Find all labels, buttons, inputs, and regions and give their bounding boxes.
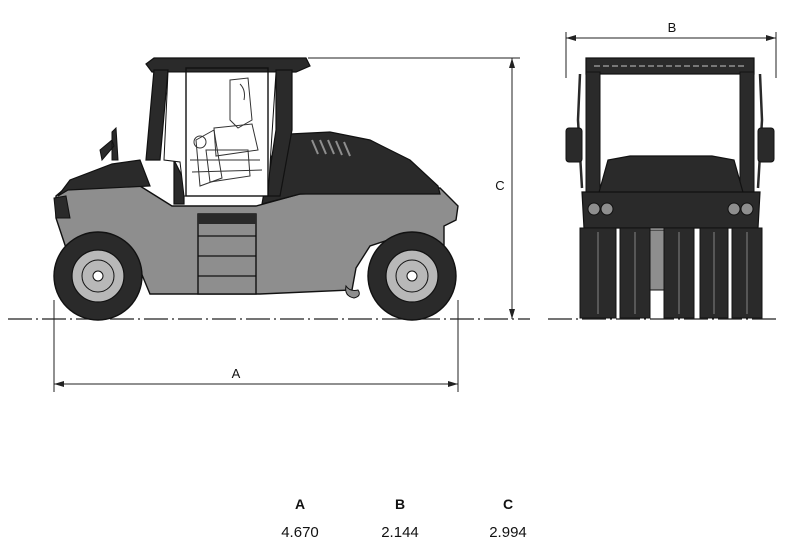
side-tow-hook (345, 284, 360, 299)
front-handrail-left (576, 73, 584, 189)
dimension-a: A (53, 300, 459, 392)
side-wheel-right (367, 231, 457, 321)
side-front-nose (57, 159, 151, 197)
front-tyres (579, 227, 763, 319)
side-access-steps (197, 213, 257, 295)
front-hood (597, 155, 745, 197)
dimensions-value-c: 2.994 (489, 524, 527, 541)
dimensions-column-c: C 2.994 (468, 496, 548, 541)
side-view (53, 57, 459, 321)
side-mirror (99, 126, 119, 162)
dimensions-header-c: C (502, 496, 514, 512)
front-mirror-right (757, 127, 775, 163)
side-operator-seat (190, 77, 263, 187)
dimensions-column-a: A 4.670 (260, 496, 340, 541)
dimensions-value-a: 4.670 (281, 524, 319, 541)
side-cab-glass (163, 71, 277, 197)
dimensions-header-b: B (394, 496, 406, 512)
dimensions-column-b: B 2.144 (360, 496, 440, 541)
front-tyre-treads (597, 232, 748, 314)
dimension-c: C (308, 57, 520, 319)
dimension-a-label: A (232, 366, 241, 381)
front-headlights-left (587, 202, 614, 216)
front-handrail-right (756, 73, 764, 189)
dimension-c-label: C (495, 178, 504, 193)
front-headlights-right (727, 202, 754, 216)
dimensions-table: A 4.670 B 2.144 C 2.994 (240, 496, 560, 552)
side-cab-door (185, 67, 269, 197)
dimension-b: B (565, 20, 777, 78)
side-hood-vents (311, 139, 351, 157)
side-front-bumper (53, 195, 71, 219)
dimensions-header-a: A (294, 496, 306, 512)
front-rops-post-right (739, 71, 755, 193)
front-mirror-left (565, 127, 583, 163)
front-view (565, 57, 775, 319)
front-axle-mount (649, 229, 665, 291)
side-cab-frame (145, 69, 293, 205)
front-rops-post-left (585, 71, 601, 193)
dimensions-value-b: 2.144 (381, 524, 419, 541)
dimension-b-label: B (668, 20, 677, 35)
side-wheel-left (53, 231, 143, 321)
